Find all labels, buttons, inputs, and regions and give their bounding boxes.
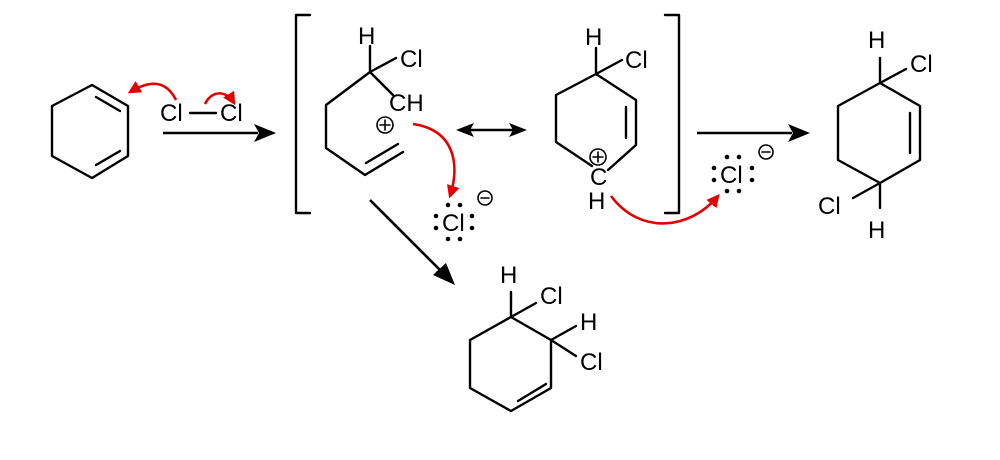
right-bracket — [663, 13, 681, 215]
curly-arrow-pi-attack — [127, 81, 178, 101]
carbocation-intermediate-1: H Cl CH — [324, 23, 424, 177]
cation-ch-label: CH — [389, 90, 424, 117]
svg-text:H: H — [868, 27, 885, 54]
reaction-arrow-1-2-adduct — [369, 199, 455, 285]
svg-text:H: H — [585, 24, 602, 51]
resonance-arrow — [456, 123, 527, 137]
chlorine-reagent: Cl Cl — [160, 100, 243, 127]
reagent-cl-2: Cl — [220, 100, 243, 127]
cyclohexadiene — [50, 83, 130, 180]
svg-text:Cl: Cl — [818, 193, 841, 220]
svg-text:H: H — [500, 262, 517, 289]
chloride-anion-1: Cl — [433, 190, 493, 242]
svg-text:Cl: Cl — [580, 349, 603, 376]
svg-text:H: H — [358, 23, 375, 50]
reaction-arrow-2 — [697, 124, 810, 142]
svg-text:Cl: Cl — [910, 51, 933, 78]
left-bracket — [294, 13, 312, 215]
reagent-cl-1: Cl — [160, 100, 183, 127]
product-1-4-dichloride: H Cl Cl H — [818, 27, 933, 244]
svg-text:Cl: Cl — [625, 47, 648, 74]
svg-text:H: H — [868, 217, 885, 244]
chloride-anion-2: Cl — [711, 144, 774, 194]
product-1-2-dichloride: H Cl H Cl — [468, 262, 603, 413]
svg-text:H: H — [588, 188, 605, 215]
svg-text:Cl: Cl — [442, 210, 465, 237]
svg-text:Cl: Cl — [720, 162, 743, 189]
svg-text:Cl: Cl — [540, 283, 563, 310]
cation-c-label: C — [590, 164, 607, 191]
curly-arrow-chloride-attack-2 — [609, 193, 720, 225]
svg-text:Cl: Cl — [400, 46, 423, 73]
reaction-arrow-1 — [163, 124, 276, 142]
curly-arrow-chloride-attack-1 — [412, 122, 460, 199]
svg-text:H: H — [580, 309, 597, 336]
curly-arrow-cl-cl — [203, 90, 236, 106]
carbocation-intermediate-2: H Cl C H — [554, 24, 648, 215]
